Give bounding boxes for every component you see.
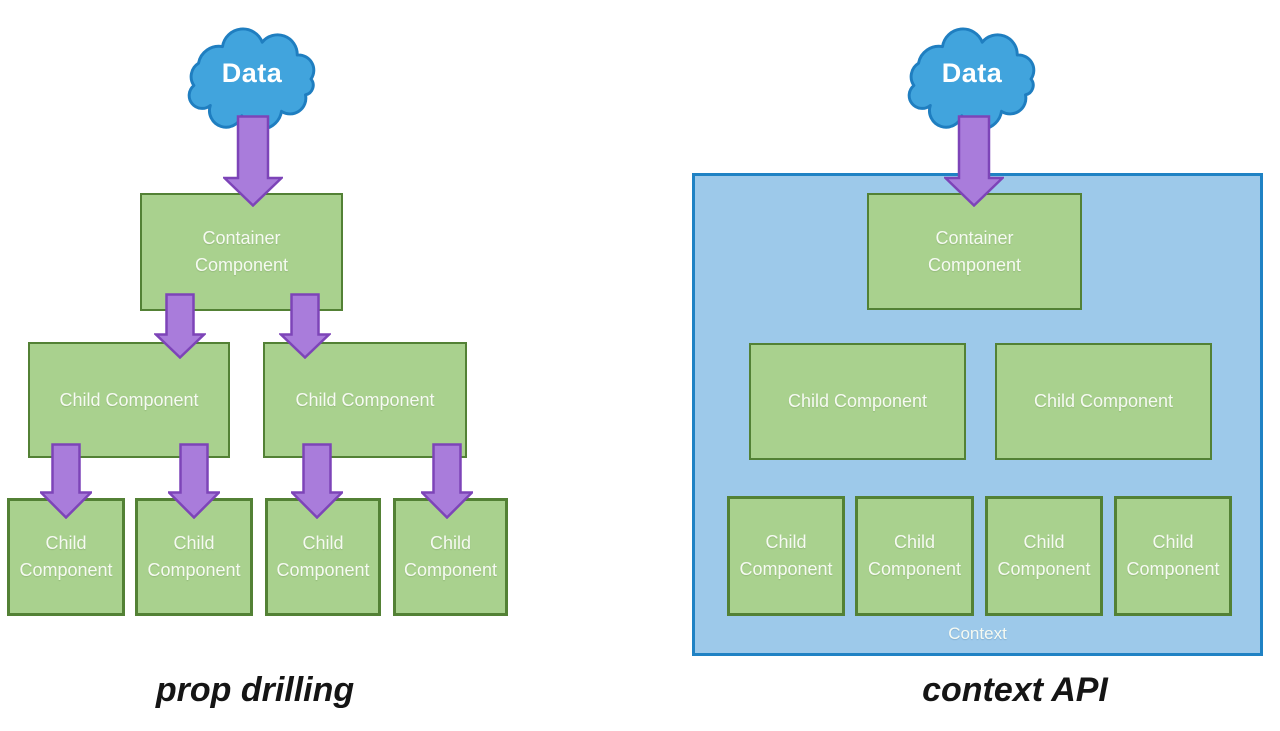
down-arrow-icon (154, 293, 206, 359)
child-component-label: Child Component (276, 533, 370, 580)
child-component-box: Child Component (749, 343, 966, 460)
container-component-box: Container Component (867, 193, 1082, 310)
down-arrow-icon (279, 293, 331, 359)
cloud-shape (187, 27, 316, 131)
cloud-shape (907, 27, 1036, 131)
child-component-label: Child Component (787, 391, 928, 411)
child-component-box: Child Component (855, 496, 974, 616)
down-arrow-icon (944, 115, 1004, 207)
child-component-label: Child Component (59, 389, 199, 410)
child-component-box: Child Component (28, 342, 230, 458)
container-component-label: Container Component (927, 227, 1022, 275)
down-arrow-icon (291, 443, 343, 519)
child-component-label: Child Component (739, 532, 833, 579)
child-component-label: Child Component (19, 533, 113, 580)
child-component-label: Child Component (403, 533, 498, 580)
arrow-cloud-to-container (944, 115, 1004, 207)
child-component-box: Child Component (727, 496, 845, 616)
cloud-icon (187, 27, 316, 131)
data-cloud: Data (888, 20, 1056, 138)
context-api-caption: context API (922, 671, 1108, 709)
data-cloud: Data (168, 20, 336, 138)
cloud-icon (907, 27, 1036, 131)
child-component-box: Child Component (1114, 496, 1232, 616)
child-component-label: Child Component (1033, 391, 1174, 411)
child-component-label: Child Component (997, 532, 1091, 579)
arrow-child-to-leaf-4 (421, 443, 473, 519)
down-arrow-icon (40, 443, 92, 519)
cloud-label: Data (941, 57, 1003, 88)
child-component-label: Child Component (295, 389, 435, 410)
prop-drilling-caption: prop drilling (155, 671, 355, 709)
container-component-box: Container Component (140, 193, 343, 311)
container-component-label: Container Component (194, 228, 289, 275)
arrow-child-to-leaf-3 (291, 443, 343, 519)
context-label: Context (948, 624, 1007, 643)
down-arrow-icon (168, 443, 220, 519)
child-component-label: Child Component (1126, 532, 1220, 579)
child-component-box: Child Component (995, 343, 1212, 460)
arrow-container-to-child-1 (154, 293, 206, 359)
down-arrow-icon (421, 443, 473, 519)
child-component-box: Child Component (265, 498, 381, 616)
child-component-box: Child Component (985, 496, 1103, 616)
arrow-child-to-leaf-1 (40, 443, 92, 519)
down-arrow-icon (223, 115, 283, 207)
arrow-cloud-to-container (223, 115, 283, 207)
arrow-child-to-leaf-2 (168, 443, 220, 519)
child-component-label: Child Component (867, 532, 962, 579)
cloud-label: Data (221, 57, 283, 88)
child-component-box: Child Component (263, 342, 467, 458)
child-component-label: Child Component (147, 533, 241, 580)
arrow-container-to-child-2 (279, 293, 331, 359)
child-component-box: Child Component (393, 498, 508, 616)
